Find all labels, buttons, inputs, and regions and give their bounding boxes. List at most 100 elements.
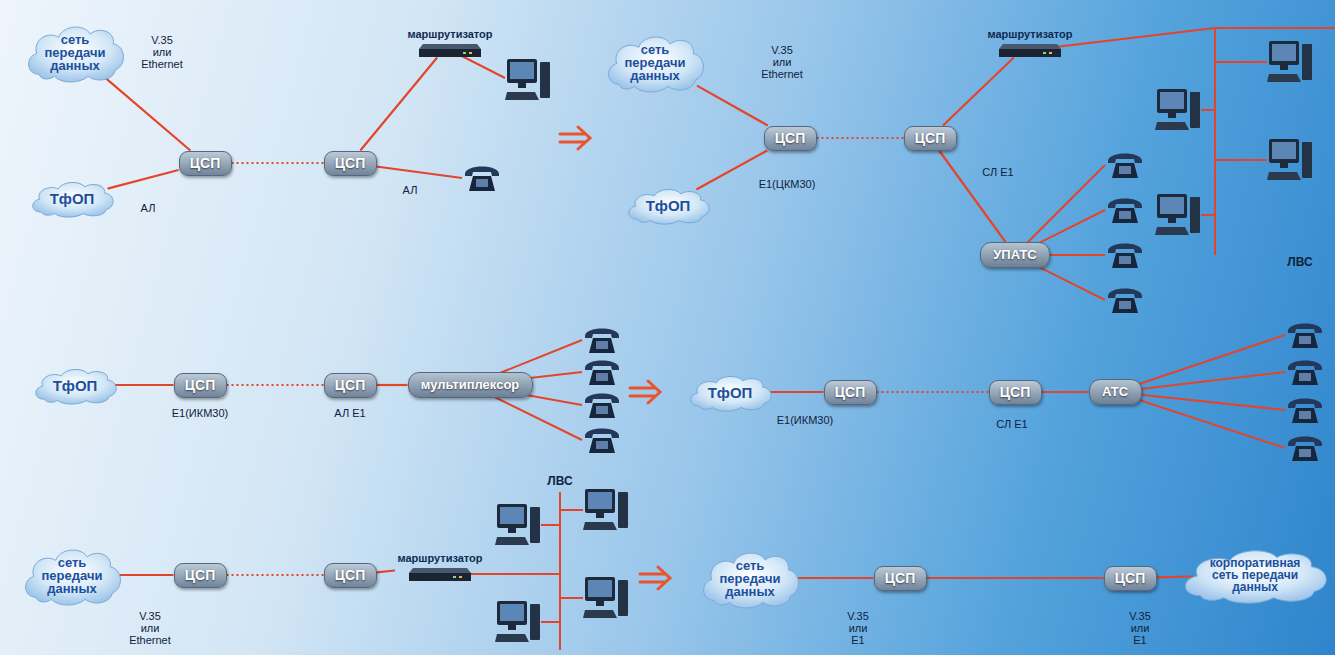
equipment-box: АТС xyxy=(1089,379,1142,405)
node-label: ЦСП xyxy=(835,384,865,401)
network-cloud: сеть передачи данных xyxy=(603,30,708,95)
network-cloud: ТфОП xyxy=(686,372,775,413)
link-label: E1(ЦКМ30) xyxy=(759,178,816,190)
link-line xyxy=(1157,575,1193,578)
router-icon xyxy=(999,44,1061,58)
node-label: АТС xyxy=(1102,384,1128,400)
router-device: маршрутизатор xyxy=(395,551,485,582)
computer-icons xyxy=(495,41,1312,642)
link-line xyxy=(943,58,1014,126)
csp-box: ЦСП xyxy=(764,126,817,151)
node-label: ЦСП xyxy=(335,567,365,584)
node-label: мультиплексор xyxy=(421,377,520,393)
csp-box: ЦСП xyxy=(324,151,377,176)
link-line xyxy=(227,384,324,386)
node-label: маршрутизатор xyxy=(397,551,482,565)
csp-box: ЦСП xyxy=(989,380,1042,405)
equipment-box: УПАТС xyxy=(980,242,1050,268)
node-label: маршрутизатор xyxy=(987,27,1072,41)
link-label: V.35 или E1 xyxy=(1129,610,1151,646)
link-line xyxy=(1042,391,1089,393)
link-line xyxy=(232,162,324,164)
node-label: ЦСП xyxy=(335,155,365,172)
device-wires xyxy=(350,28,1335,650)
node-label: ТфОП xyxy=(50,191,95,206)
csp-box: ЦСП xyxy=(179,151,232,176)
link-line xyxy=(114,574,174,576)
link-line xyxy=(104,77,190,151)
node-label: сеть передачи данных xyxy=(720,559,781,598)
link-label: СЛ E1 xyxy=(982,166,1013,178)
node-label: ЦСП xyxy=(775,130,805,147)
link-line xyxy=(111,384,174,386)
node-label: ТфОП xyxy=(53,378,98,393)
link-line xyxy=(939,151,1005,243)
csp-box: ЦСП xyxy=(874,566,927,591)
link-label: V.35 или Ethernet xyxy=(761,44,803,80)
router-device: маршрутизатор xyxy=(985,27,1075,58)
link-label: V.35 или Ethernet xyxy=(129,610,171,646)
link-line xyxy=(817,137,904,139)
node-label: ЦСП xyxy=(885,570,915,587)
csp-box: ЦСП xyxy=(824,380,877,405)
link-label: СЛ E1 xyxy=(996,418,1027,430)
network-cloud: ТфОП xyxy=(624,185,713,226)
lan-label: ЛВС xyxy=(547,475,572,488)
node-label: ЦСП xyxy=(1115,570,1145,587)
network-cloud: ТфОП xyxy=(31,365,120,406)
link-label: АЛ E1 xyxy=(334,407,365,419)
line-label: АЛ xyxy=(403,184,418,196)
router-icon xyxy=(409,568,471,582)
node-label: сеть передачи данных xyxy=(45,33,106,72)
network-cloud: сеть передачи данных xyxy=(20,543,125,608)
node-label: корпоративная сеть передачи данных xyxy=(1199,557,1311,593)
link-line xyxy=(792,577,874,579)
link-line xyxy=(108,170,179,189)
csp-box: ЦСП xyxy=(1104,566,1157,591)
node-label: ЦСП xyxy=(185,377,215,394)
csp-box: ЦСП xyxy=(904,126,957,151)
csp-box: ЦСП xyxy=(174,373,227,398)
network-cloud: сеть передачи данных xyxy=(23,20,128,85)
link-label: V.35 или E1 xyxy=(847,610,869,646)
node-label: маршрутизатор xyxy=(407,27,492,41)
lan-label: ЛВС xyxy=(1287,256,1312,269)
link-line xyxy=(377,384,408,386)
link-line xyxy=(927,577,1104,579)
router-icon xyxy=(419,44,481,58)
node-label: УПАТС xyxy=(993,247,1037,263)
link-line xyxy=(877,391,989,393)
link-label: E1(ИКМ30) xyxy=(777,414,834,426)
link-line xyxy=(377,571,396,573)
node-label: сеть передачи данных xyxy=(42,556,103,595)
link-label: АЛ xyxy=(141,202,156,214)
node-label: ЦСП xyxy=(185,567,215,584)
network-cloud: ТфОП xyxy=(28,178,117,219)
node-label: ТфОП xyxy=(708,385,753,400)
csp-box: ЦСП xyxy=(174,563,227,588)
node-label: ЦСП xyxy=(915,130,945,147)
node-label: сеть передачи данных xyxy=(625,43,686,82)
link-label: V.35 или Ethernet xyxy=(141,34,183,70)
csp-box: ЦСП xyxy=(324,563,377,588)
equipment-box: мультиплексор xyxy=(408,372,533,398)
link-line xyxy=(697,86,768,126)
network-cloud: корпоративная сеть передачи данных xyxy=(1177,544,1333,606)
node-label: ЦСП xyxy=(335,377,365,394)
phone-icons xyxy=(465,154,1322,462)
network-cloud: сеть передачи данных xyxy=(698,546,803,611)
link-line xyxy=(766,391,824,393)
node-label: ЦСП xyxy=(190,155,220,172)
node-label: ЦСП xyxy=(1000,384,1030,401)
node-label: ТфОП xyxy=(646,198,691,213)
link-line xyxy=(227,574,324,576)
link-line xyxy=(696,151,767,190)
router-device: маршрутизатор xyxy=(405,27,495,58)
csp-box: ЦСП xyxy=(324,373,377,398)
link-label: E1(ИКМ30) xyxy=(172,407,229,419)
link-line xyxy=(360,58,437,151)
